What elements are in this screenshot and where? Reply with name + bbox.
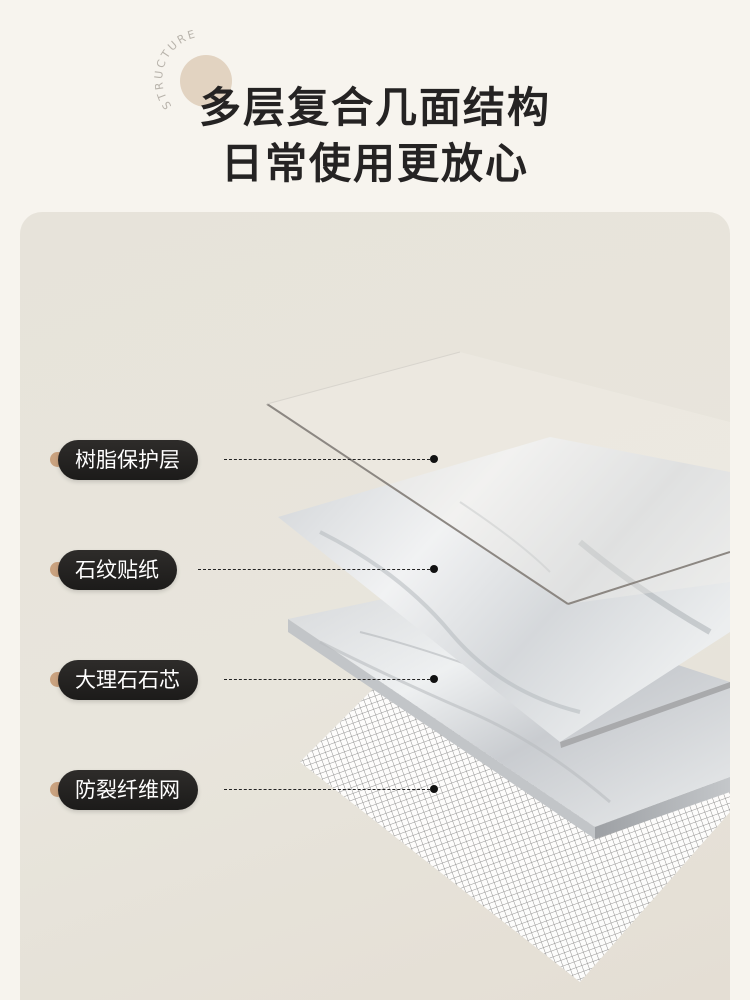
leader-line-fiber-mesh bbox=[224, 789, 430, 790]
leader-line-marble-core bbox=[224, 679, 430, 680]
structure-card: 树脂保护层 石纹贴纸 大理石石芯 防裂纤维网 bbox=[20, 212, 730, 1000]
page-title-line2: 日常使用更放心 bbox=[220, 139, 529, 188]
header: STRUCTURE 多层复合几面结构 日常使用更放心 bbox=[0, 0, 750, 212]
resin-film-layer bbox=[266, 351, 730, 605]
leader-line-veneer bbox=[198, 569, 430, 570]
leader-line-resin bbox=[224, 459, 430, 460]
label-fiber-mesh: 防裂纤维网 bbox=[58, 770, 198, 810]
leader-endpoint-marble-core bbox=[430, 675, 438, 683]
stone-veneer-layer bbox=[278, 437, 730, 748]
label-stone-veneer: 石纹贴纸 bbox=[58, 550, 177, 590]
layer-exploded-illustration bbox=[266, 351, 730, 982]
leader-endpoint-fiber-mesh bbox=[430, 785, 438, 793]
leader-endpoint-veneer bbox=[430, 565, 438, 573]
label-resin-protective-layer: 树脂保护层 bbox=[58, 440, 198, 480]
label-marble-core: 大理石石芯 bbox=[58, 660, 198, 700]
leader-endpoint-resin bbox=[430, 455, 438, 463]
page-title-line1: 多层复合几面结构 bbox=[198, 83, 551, 132]
decor-circle bbox=[180, 55, 232, 107]
structure-arc-text: STRUCTURE bbox=[152, 30, 196, 112]
